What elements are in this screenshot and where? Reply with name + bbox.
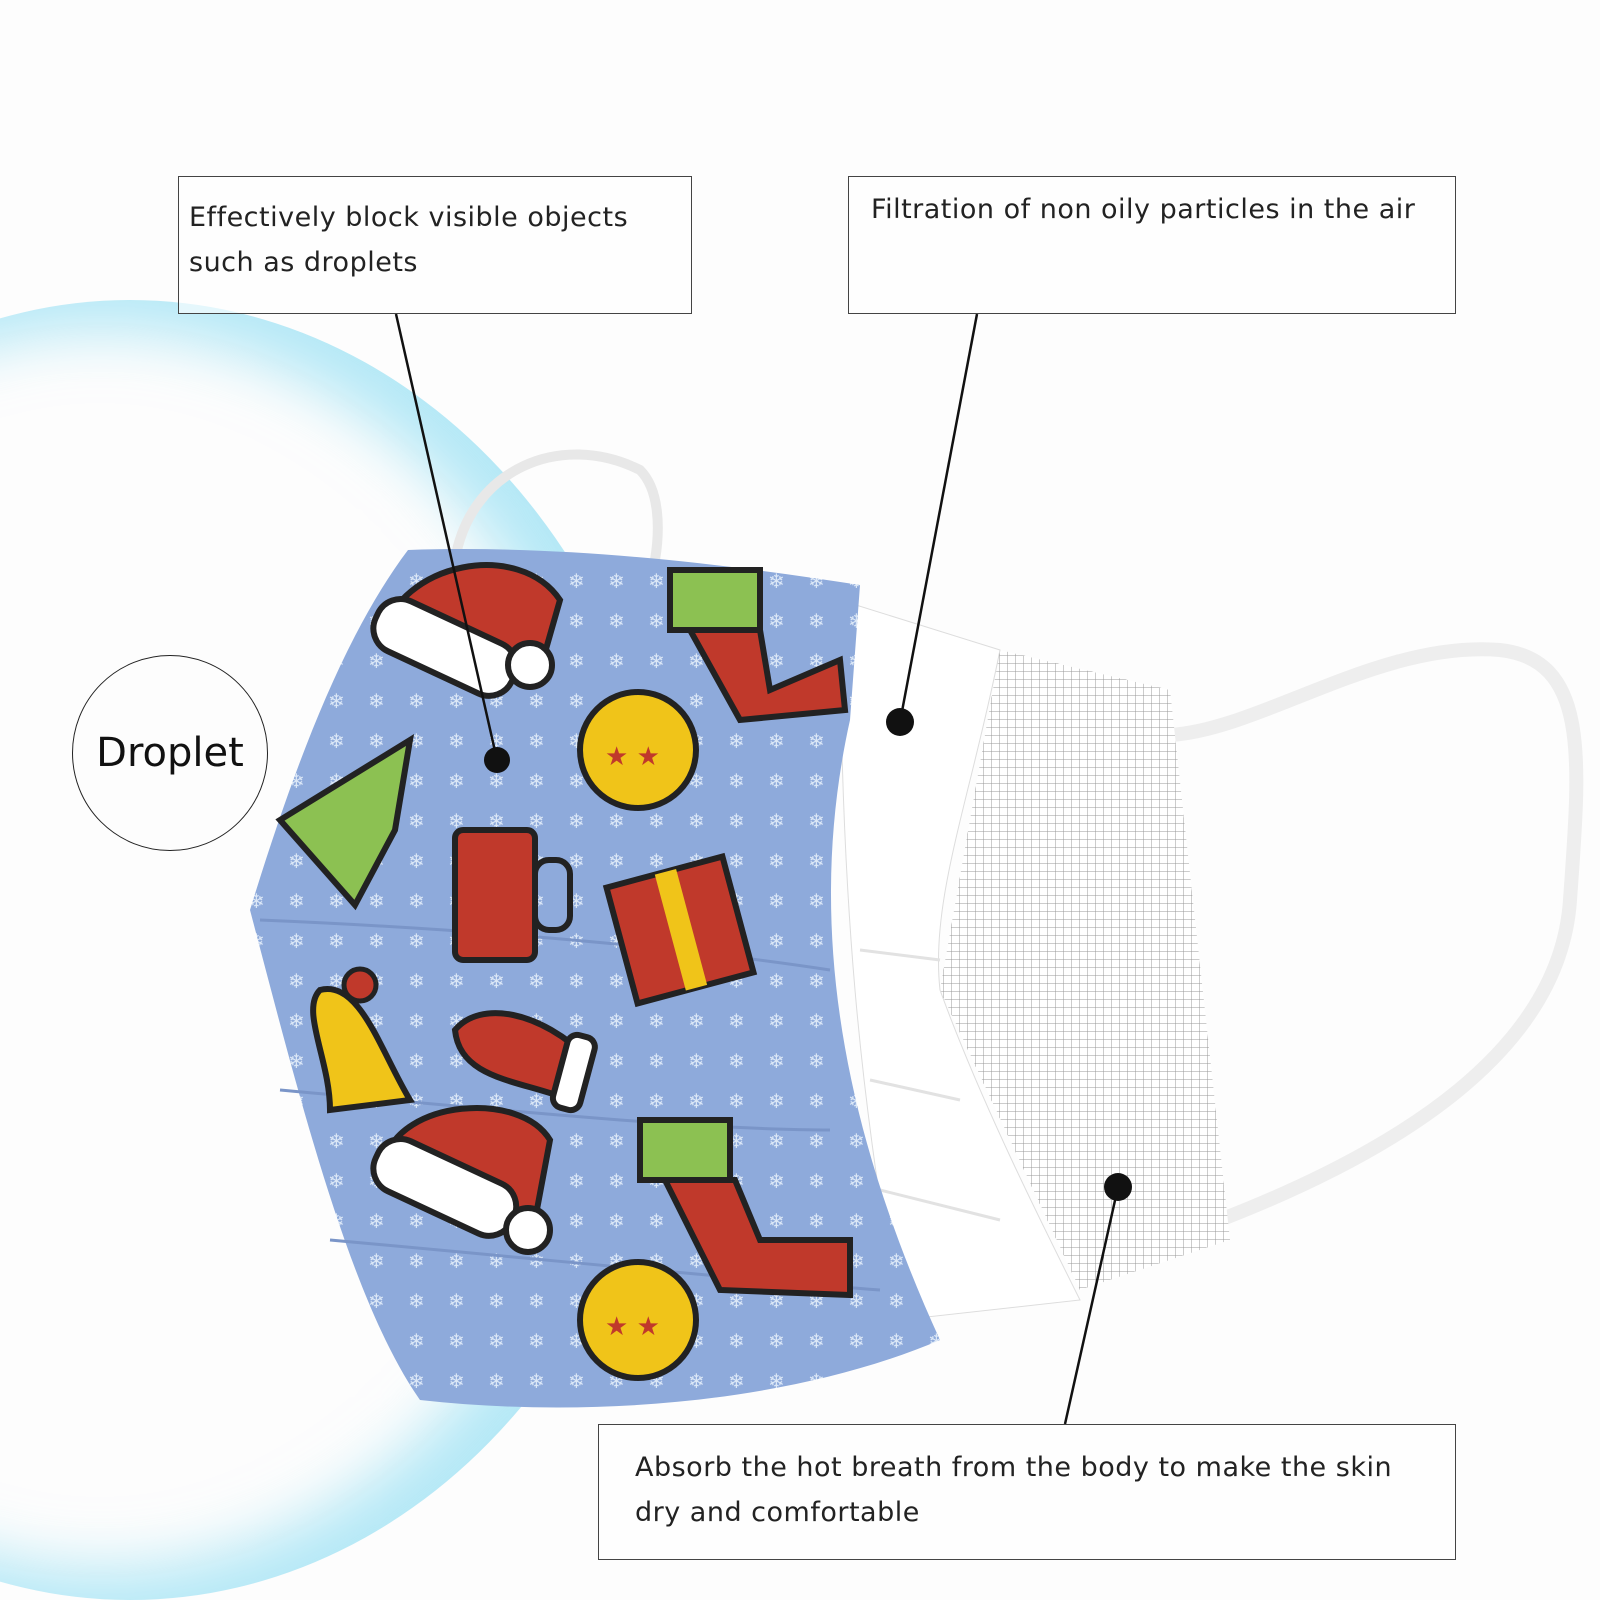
callout-middle-layer: Filtration of non oily particles in the … (848, 176, 1456, 314)
callout-dot-inner (1104, 1173, 1132, 1201)
ear-loop-top (450, 449, 663, 561)
leader-line-inner (1063, 1186, 1120, 1425)
ornament-icon: ★ ★ (577, 689, 699, 811)
leader-line-outer (394, 313, 499, 761)
christmas-tree-icon (275, 733, 415, 911)
mitten-icon (451, 1010, 598, 1114)
callout-dot-middle (886, 708, 914, 736)
bell-icon (310, 966, 415, 1114)
callout-dot-outer (484, 747, 510, 773)
svg-text:★ ★: ★ ★ (605, 1312, 660, 1342)
svg-text:★ ★: ★ ★ (605, 742, 660, 772)
inner-absorbent-layer (940, 650, 1230, 1290)
stocking-icon (667, 567, 849, 724)
gift-icon (602, 852, 758, 1008)
droplet-label: Droplet (72, 655, 268, 851)
santa-hat-icon (370, 1104, 554, 1255)
middle-filter-layer (839, 599, 1081, 1321)
santa-hat-icon (370, 562, 564, 699)
stocking-icon (637, 1117, 853, 1299)
callout-outer-layer: Effectively block visible objects such a… (178, 176, 692, 314)
mug-icon (452, 827, 573, 963)
callout-inner-layer: Absorb the hot breath from the body to m… (598, 1424, 1456, 1560)
ear-loop-right (1169, 642, 1584, 1227)
leader-line-middle (898, 313, 979, 723)
ornament-icon: ★ ★ (577, 1259, 699, 1381)
